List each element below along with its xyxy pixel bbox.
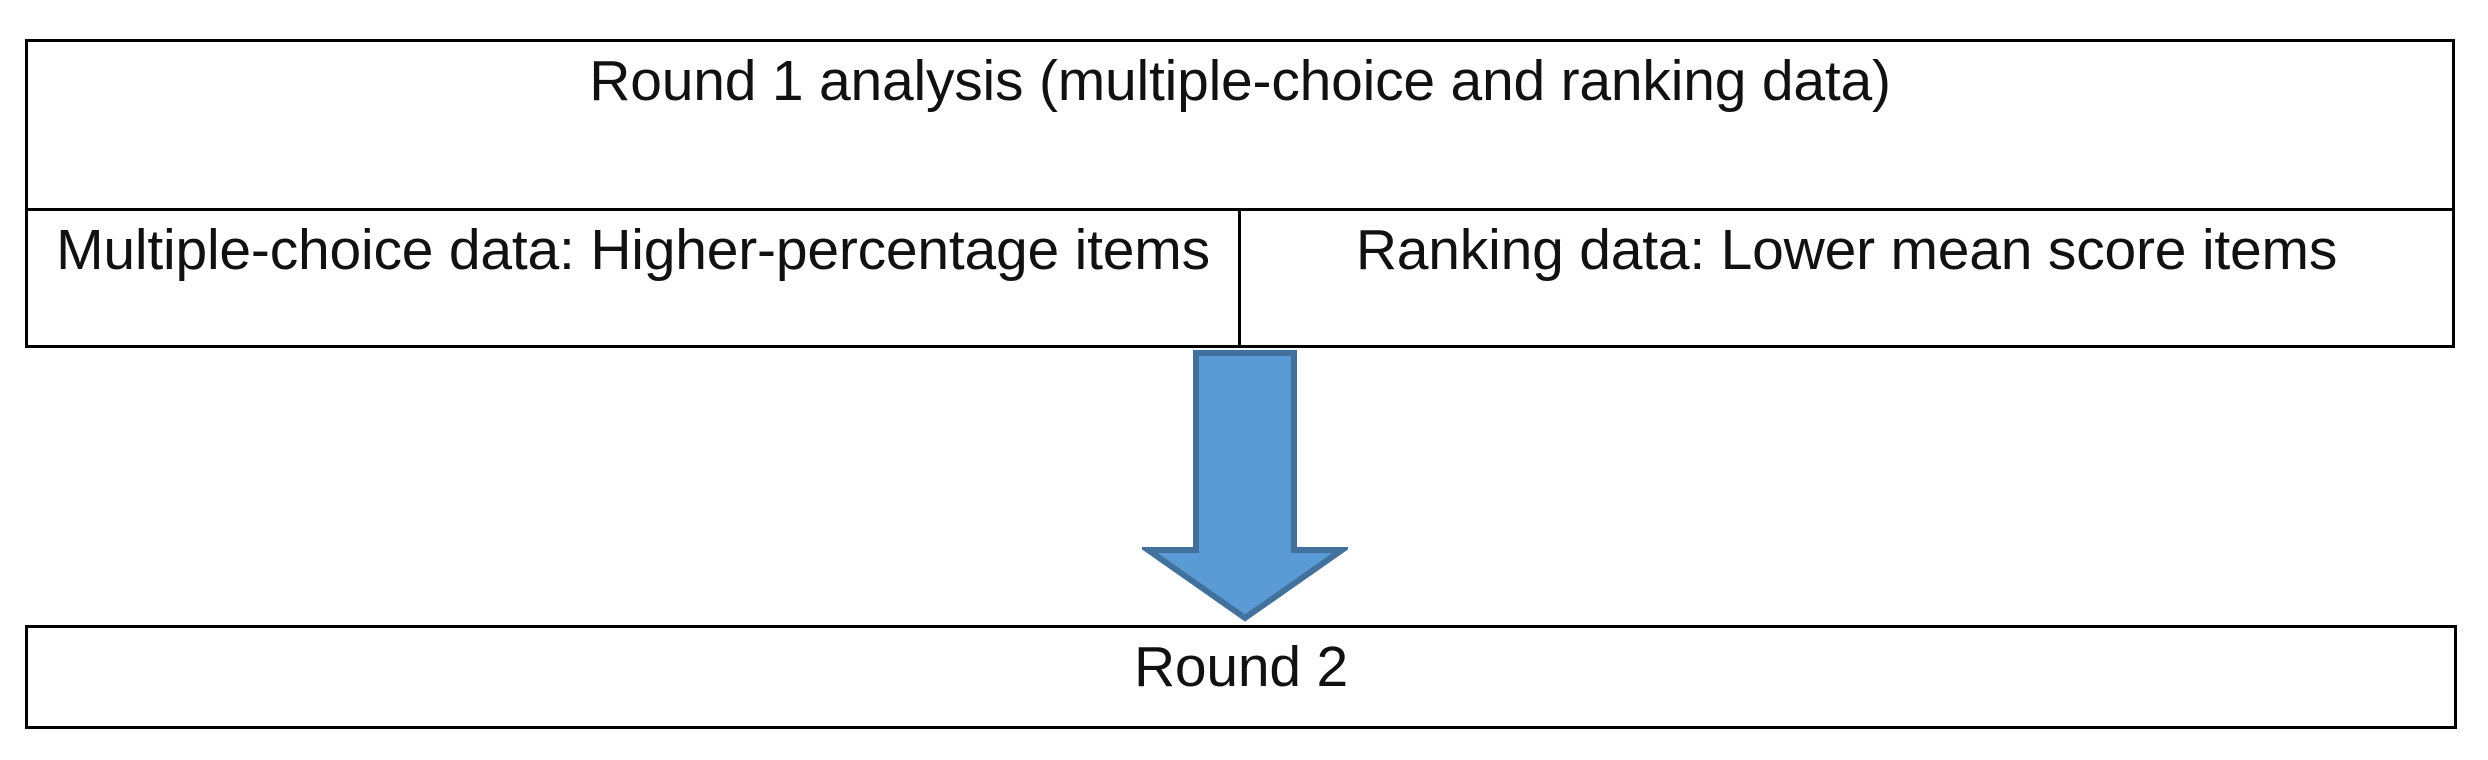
round1-analysis-table: Round 1 analysis (multiple-choice and ra… [25,39,2455,348]
table-row: Multiple-choice data: Higher-percentage … [28,211,2452,345]
table-row-header: Round 1 analysis (multiple-choice and ra… [28,42,2452,211]
round1-analysis-header-cell: Round 1 analysis (multiple-choice and ra… [589,49,1891,113]
round2-box: Round 2 [25,625,2457,729]
multiple-choice-data-cell: Multiple-choice data: Higher-percentage … [28,211,1241,345]
ranking-data-cell: Ranking data: Lower mean score items [1355,218,2338,282]
down-arrow-icon [1142,350,1348,622]
